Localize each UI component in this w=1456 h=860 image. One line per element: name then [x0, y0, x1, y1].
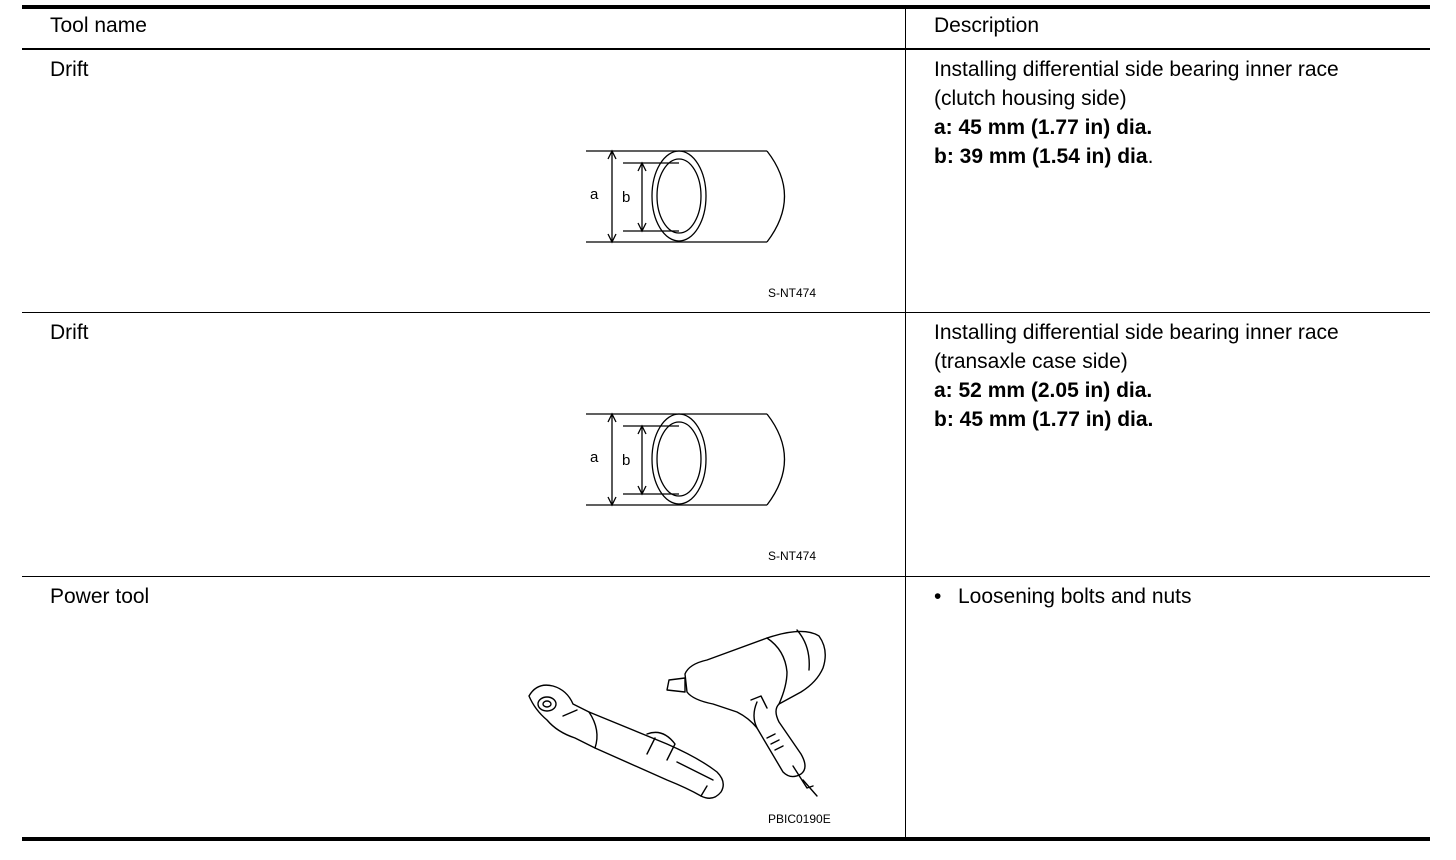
- drift-illustration-1: a b: [586, 149, 786, 244]
- row-1-spec-b: b: 39 mm (1.54 in) dia: [934, 145, 1148, 168]
- row-3-desc-item: Loosening bolts and nuts: [958, 585, 1192, 608]
- row-1-tool-name: Drift: [50, 58, 89, 81]
- row-2-label-b: b: [622, 452, 630, 469]
- row-1-label-a: a: [590, 186, 599, 203]
- row-divider-1: [22, 312, 1430, 313]
- row-3-description: • Loosening bolts and nuts: [934, 582, 1192, 611]
- header-rule: [22, 48, 1430, 50]
- tool-table: Tool name Description Drift Installing d…: [22, 0, 1430, 860]
- row-2-description: Installing differential side bearing inn…: [934, 318, 1339, 434]
- drift-illustration-2: a b: [586, 412, 786, 507]
- row-1-description: Installing differential side bearing inn…: [934, 55, 1339, 171]
- row-1-spec-a: a: 45 mm (1.77 in) dia.: [934, 116, 1153, 139]
- row-2-desc-line-1: Installing differential side bearing inn…: [934, 321, 1339, 344]
- air-ratchet-icon: [528, 684, 724, 799]
- row-1-desc-line-1: Installing differential side bearing inn…: [934, 58, 1339, 81]
- row-2-tool-name: Drift: [50, 321, 89, 344]
- header-description: Description: [934, 14, 1040, 37]
- row-3-bullet: •: [934, 585, 942, 608]
- air-impact-wrench-icon: [666, 629, 826, 797]
- row-1-desc-line-2: (clutch housing side): [934, 87, 1127, 110]
- table-top-rule: [22, 5, 1430, 9]
- row-2-spec-b: b: 45 mm (1.77 in) dia.: [934, 408, 1154, 431]
- row-2-figure-code: S-NT474: [768, 549, 817, 563]
- table-bottom-rule: [22, 837, 1430, 841]
- column-divider: [905, 5, 906, 841]
- row-2-desc-line-2: (transaxle case side): [934, 350, 1128, 373]
- row-2-spec-a: a: 52 mm (2.05 in) dia.: [934, 379, 1153, 402]
- header-tool-name: Tool name: [50, 14, 147, 37]
- power-tool-illustration: [528, 629, 826, 799]
- row-2-label-a: a: [590, 449, 599, 466]
- row-1-spec-b-line: b: 39 mm (1.54 in) dia.: [934, 142, 1339, 171]
- row-divider-2: [22, 576, 1430, 577]
- row-3-tool-name: Power tool: [50, 585, 150, 608]
- row-1-spec-b-tail: .: [1147, 145, 1154, 168]
- row-1-figure-code: S-NT474: [768, 286, 817, 300]
- row-3-figure-code: PBIC0190E: [768, 812, 831, 826]
- row-1-label-b: b: [622, 189, 630, 206]
